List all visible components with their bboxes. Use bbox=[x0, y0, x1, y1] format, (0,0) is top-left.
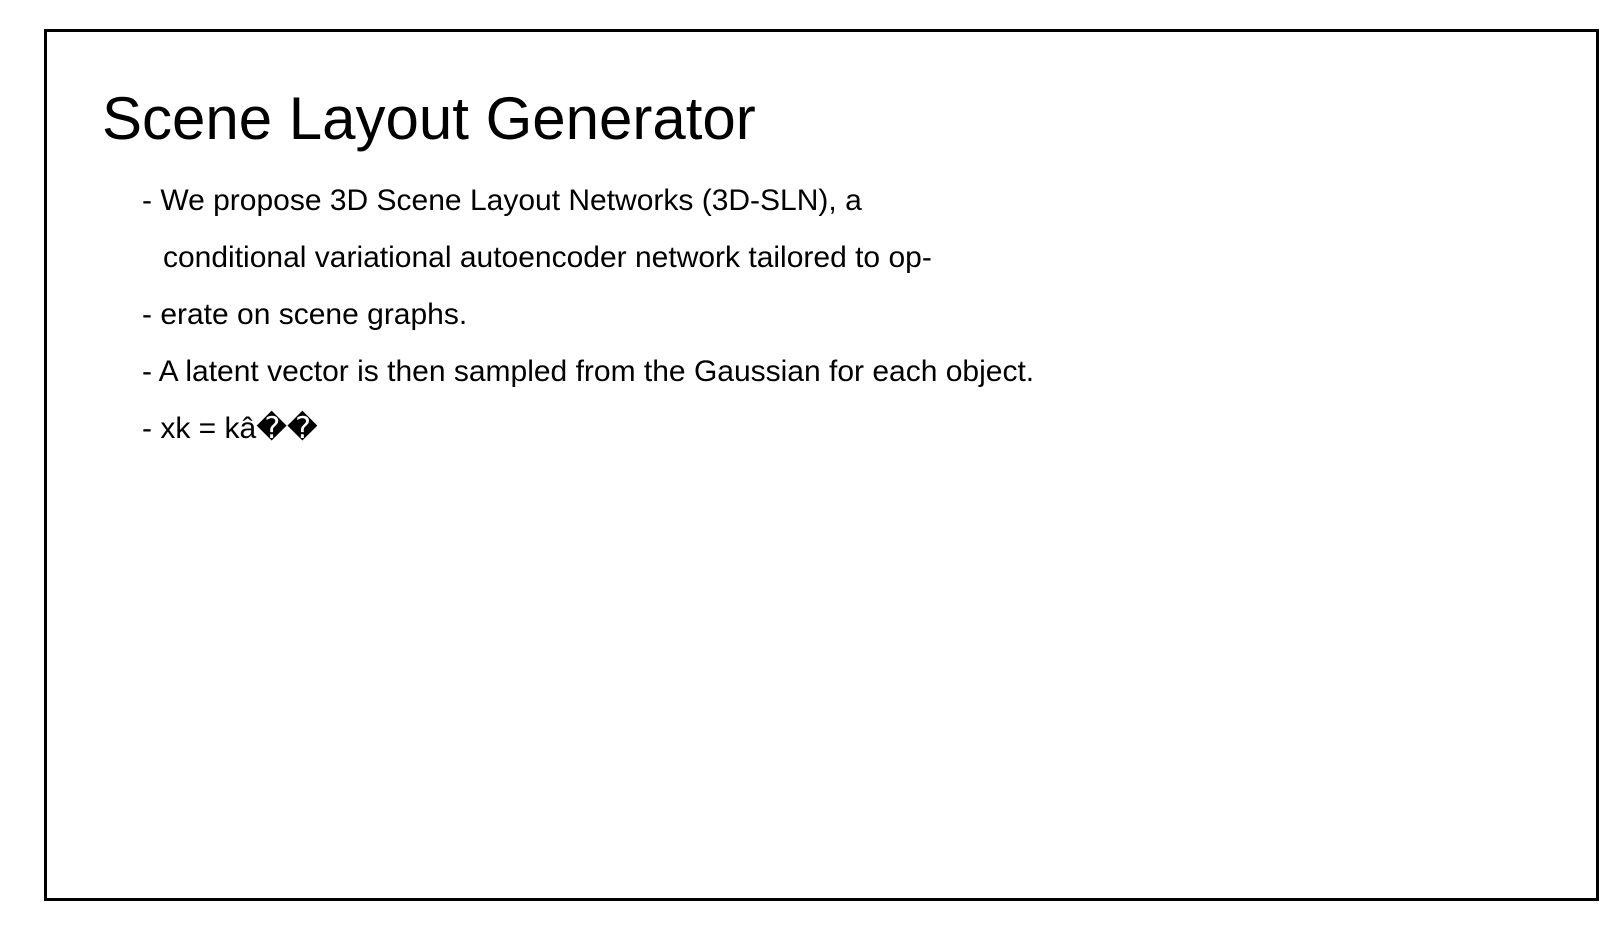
slide-body: - We propose 3D Scene Layout Networks (3… bbox=[142, 172, 1542, 457]
body-line: - xk = kâ�� bbox=[142, 412, 318, 445]
body-line: - We propose 3D Scene Layout Networks (3… bbox=[142, 184, 862, 217]
body-line: - erate on scene graphs. bbox=[142, 298, 468, 331]
slide-title: Scene Layout Generator bbox=[102, 85, 756, 152]
body-line: conditional variational autoencoder netw… bbox=[163, 241, 932, 274]
body-line: - A latent vector is then sampled from t… bbox=[142, 355, 1035, 388]
slide-frame: Scene Layout Generator - We propose 3D S… bbox=[44, 29, 1599, 901]
